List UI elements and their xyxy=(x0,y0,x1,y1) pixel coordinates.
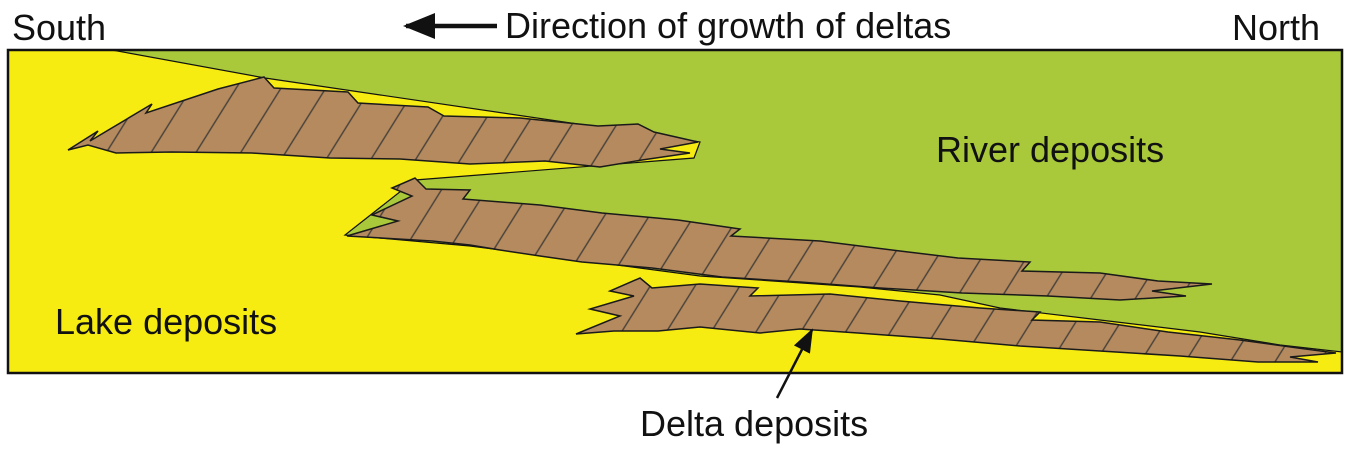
delta-lens-lower xyxy=(575,277,1337,363)
delta-deposits-label: Delta deposits xyxy=(640,403,869,444)
delta-lens-middle xyxy=(346,177,1213,301)
river-deposits-label: River deposits xyxy=(936,129,1165,170)
south-label: South xyxy=(12,7,107,48)
delta-pointer-arrow-icon xyxy=(775,328,814,399)
direction-of-growth-label: Direction of growth of deltas xyxy=(505,5,952,46)
lake-deposits-label: Lake deposits xyxy=(55,301,278,342)
delta-lens-upper xyxy=(67,76,699,168)
north-label: North xyxy=(1232,7,1321,48)
section-box-outline xyxy=(6,48,1344,375)
